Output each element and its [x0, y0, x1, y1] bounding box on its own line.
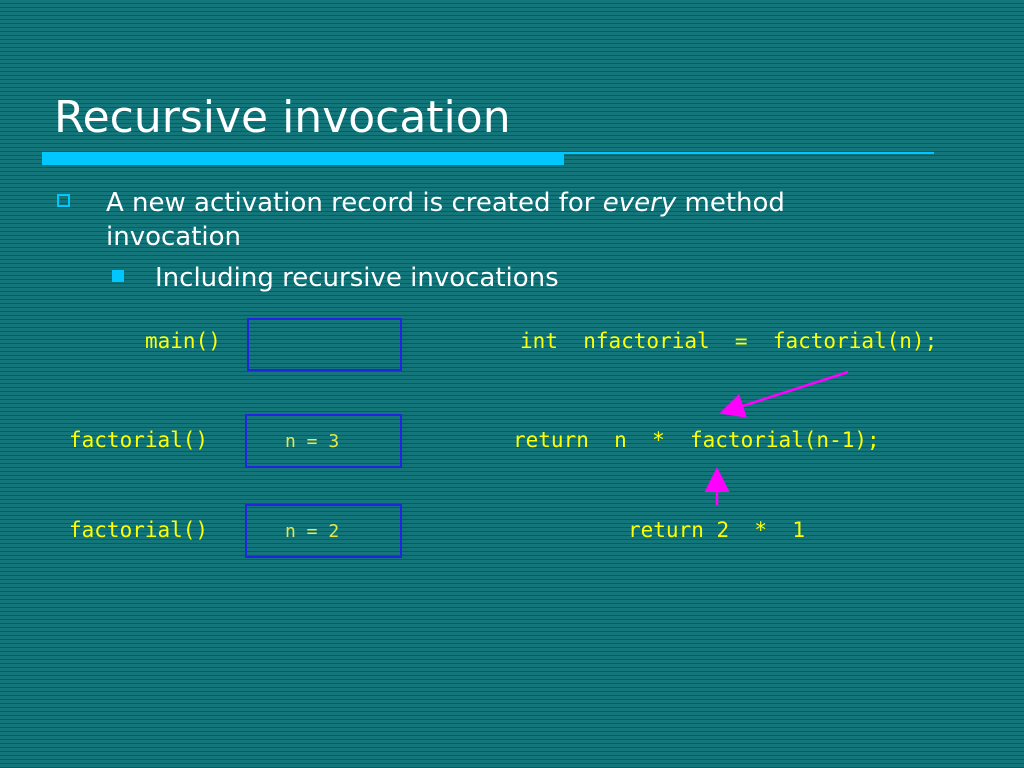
code-line-factorial-1: return n * factorial(n-1); — [513, 428, 880, 452]
record-value-factorial-1: n = 3 — [285, 431, 340, 452]
title-underline-thick — [42, 154, 564, 165]
bullet-activation-record: A new activation record is created for e… — [106, 186, 886, 254]
bullet-text-before: A new activation record is created for — [106, 188, 603, 218]
bullet-text-after: method invocation — [106, 188, 785, 252]
activation-record-factorial-1: n = 3 — [245, 414, 402, 468]
title-underline-thin — [42, 152, 934, 154]
frame-label-main: main() — [145, 329, 221, 353]
activation-record-factorial-2: n = 2 — [245, 504, 402, 558]
activation-record-main — [247, 318, 402, 371]
hollow-square-bullet-icon — [57, 194, 70, 207]
arrow-return-to-main — [719, 370, 849, 418]
frame-label-factorial-2: factorial() — [69, 518, 209, 542]
bullet-text-emphasis: every — [602, 188, 677, 218]
slide-title: Recursive invocation — [54, 92, 511, 143]
code-line-main: int nfactorial = factorial(n); — [520, 329, 938, 353]
frame-label-factorial-1: factorial() — [69, 428, 209, 452]
sub-bullet-recursive-invocations: Including recursive invocations — [155, 263, 559, 293]
record-value-factorial-2: n = 2 — [285, 521, 340, 542]
filled-square-bullet-icon — [112, 270, 124, 282]
code-line-factorial-2: return 2 * 1 — [628, 518, 806, 542]
